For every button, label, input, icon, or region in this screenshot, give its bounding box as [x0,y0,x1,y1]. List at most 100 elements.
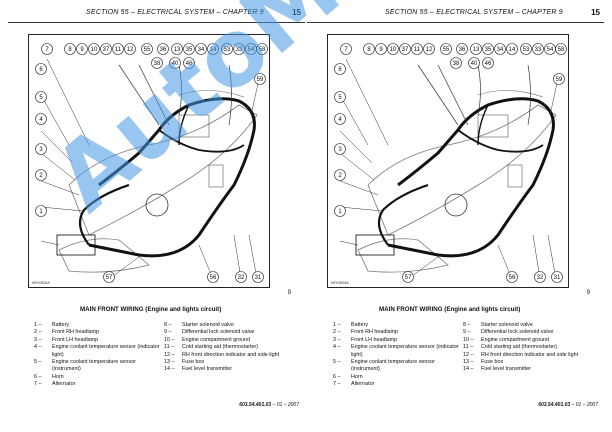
figure-ref-code: MFH0594A [32,281,50,285]
footer-suffix: – 01 – 2007 [271,402,299,408]
legend-column-left: 1 –Battery 2 –Front RH headlamp 3 –Front… [34,322,164,389]
legend-number: 6 – [333,373,341,380]
page-footer: 603.54.401.03 – 01 – 2007 [239,402,299,408]
legend-item: 11 –Cold starting aid (thermostarter) [463,344,593,351]
legend-text: Cold starting aid (thermostarter) [182,344,259,351]
wiring-diagram: 7 8 9 10 37 11 12 55 36 13 35 34 14 53 3… [327,34,569,288]
alternator-shape [145,193,169,217]
callout-label: 54 [248,47,255,53]
legend-item: 2 –Front RH headlamp [333,329,463,336]
callout-label: 11 [115,47,122,53]
callout-label: 31 [554,275,561,281]
legend-number: 3 – [34,336,42,343]
legend-number: 11 – [164,344,175,351]
legend-item: 4 –Engine coolant temperature sensor (in… [333,344,463,359]
legend-number: 12 – [164,351,175,358]
callout-label: 56 [509,275,516,281]
legend-item: 4 – Engine coolant temperature sensor (in… [34,344,164,359]
callout-label: 2 [39,173,43,179]
legend-text: Cold starting aid (thermostarter) [481,344,558,351]
callout-label: 53 [523,47,530,53]
legend-number: 10 – [164,336,175,343]
callout-circles: 7 8 9 10 37 11 12 55 36 13 35 34 14 53 3… [331,43,567,285]
legend-item: 11 – Cold starting aid (thermostarter) [164,344,294,351]
right-page: SECTION 55 – ELECTRICAL SYSTEM – CHAPTER… [307,0,604,432]
legend-item: 7 –Alternator [333,381,463,388]
callout-label: 59 [257,77,264,83]
footer-code: 603.54.401.03 [538,402,571,408]
legend-text: Fuel level transmitter [182,366,233,373]
legend-text: Fuse box [481,359,504,366]
legend-text: Fuse box [182,359,205,366]
callout-label: 38 [154,61,161,67]
legend-number: 2 – [333,329,341,336]
legend-item: 12 – RH front direction indicator and sid… [164,352,294,359]
legend-item: 13 –Fuse box [164,359,294,366]
legend-number: 9 – [463,329,471,336]
header-title: SECTION 55 – ELECTRICAL SYSTEM – CHAPTER… [86,9,264,16]
callout-label: 14 [509,47,516,53]
legend-column-right: 8 –Starter solenoid valve 9 –Differentia… [164,322,294,374]
callout-label: 3 [338,147,342,153]
figure-caption: MAIN FRONT WIRING (Engine and lights cir… [379,306,521,313]
legend-text: Starter solenoid valve [182,322,234,328]
page-header: SECTION 55 – ELECTRICAL SYSTEM – CHAPTER… [307,8,604,23]
legend-text: Battery [351,322,369,328]
legend-text: Engine coolant temperature sensor (instr… [52,359,136,373]
callout-label: 54 [547,47,554,53]
callout-label: 13 [473,47,480,53]
legend-item: 8 – Starter solenoid valve [463,322,593,329]
wiring-diagram-drawing [339,58,559,280]
legend-item: 2 –Front RH headlamp [34,329,164,336]
callout-label: 14 [210,47,217,53]
legend-item: 5 –Engine coolant temperature sensor (in… [333,359,463,374]
callout-label: 58 [259,47,266,53]
callout-label: 35 [485,47,492,53]
callout-label: 33 [236,47,243,53]
legend-item: 6 – Horn [34,374,164,381]
legend-text: Engine coolant temperature sensor (indic… [52,344,160,358]
callout-label: 40 [172,61,179,67]
legend-column-left: 1 –Battery 2 –Front RH headlamp 3 –Front… [333,322,463,389]
callout-label: 58 [558,47,565,53]
legend-number: 4 – [34,344,42,351]
legend-text: Horn [52,373,64,380]
callout-label: 10 [390,47,397,53]
callout-label: 6 [39,67,43,73]
legend-text: Front RH headlamp [52,329,100,336]
legend-number: 12 – [463,351,474,358]
legend-number: 8 – [463,322,471,328]
legend-number: 5 – [34,359,42,366]
legend-text: Engine coolant temperature sensor (indic… [351,344,459,358]
callout-label: 31 [255,275,262,281]
legend-number: 14 – [164,366,175,373]
page-number: 15 [591,8,600,17]
figure-number: 9 [586,290,590,296]
legend-number: 8 – [164,322,172,328]
callout-label: 10 [91,47,98,53]
legend-item: 6 –Horn [333,374,463,381]
callout-label: 37 [103,47,110,53]
callout-label: 8 [367,47,371,53]
footer-code: 603.54.401.03 [239,402,272,408]
legend-number: 5 – [333,359,341,366]
callout-circles: 7 8 9 10 37 11 12 55 36 13 35 34 14 53 3… [32,43,268,285]
figure-caption: MAIN FRONT WIRING (Engine and lights cir… [80,306,222,313]
legend-number: 13 – [463,359,474,366]
callout-label: 34 [497,47,504,53]
legend-item: 3 –Front LH headlamp [333,337,463,344]
header-title: SECTION 55 – ELECTRICAL SYSTEM – CHAPTER… [385,9,563,16]
callout-label: 12 [426,47,433,53]
alternator-shape [444,193,468,217]
callout-label: 1 [39,209,43,215]
legend-number: 6 – [34,373,42,380]
callout-label: 34 [198,47,205,53]
legend-text: RH front direction indicator and side li… [182,351,280,358]
callout-label: 12 [127,47,134,53]
legend-item: 8 – Starter solenoid valve [164,322,294,329]
legend-text: Starter solenoid valve [481,322,533,328]
callout-label: 1 [338,209,342,215]
legend-item: 14 –Fuel level transmitter [463,366,593,373]
callout-label: 3 [39,147,43,153]
legend-text: Front LH headlamp [351,336,398,343]
